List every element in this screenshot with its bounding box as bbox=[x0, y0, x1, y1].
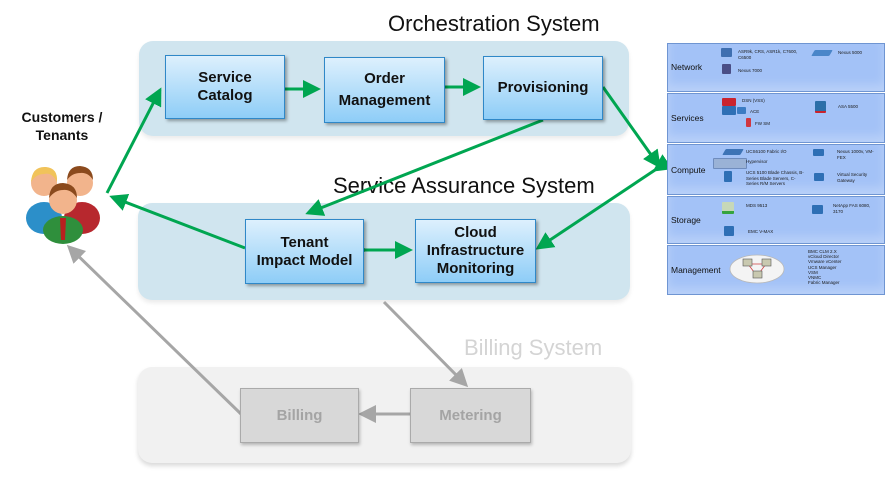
infra-row-management: Management BMC CLM 2.X vCloud Director V… bbox=[667, 245, 885, 295]
infra-row-network: Network ASR9k, CRS, ASR1k, C7600, C6500 … bbox=[667, 43, 885, 92]
infra-item: Nexus 1000v, VM-FEX bbox=[837, 149, 874, 160]
management-tools-list: BMC CLM 2.X vCloud Director Vmware vCent… bbox=[808, 249, 842, 285]
infra-row-label: Storage bbox=[671, 215, 701, 225]
infra-item: VSM bbox=[808, 269, 818, 275]
vsphere-icon bbox=[713, 158, 747, 169]
infra-item: Virtual Security Gateway bbox=[837, 172, 868, 183]
cloud-monitoring-label-line3: Monitoring bbox=[436, 260, 515, 277]
cloud-monitoring-label-line1: Cloud bbox=[454, 224, 497, 241]
infra-item: VNMC bbox=[808, 275, 822, 281]
router-icon bbox=[721, 48, 732, 57]
infra-item: Nexus 5000 bbox=[838, 50, 863, 55]
infra-item: Fabric Manager bbox=[808, 280, 840, 286]
tenant-impact-label-line1: Tenant bbox=[280, 233, 329, 251]
infra-item: Nexus 7000 bbox=[738, 68, 763, 73]
order-management-label-line1: Order bbox=[364, 70, 405, 87]
infra-row-label: Services bbox=[671, 113, 704, 123]
infra-item: ASA 5500 bbox=[838, 104, 859, 109]
infra-row-label: Compute bbox=[671, 165, 706, 175]
infra-row-storage: Storage MDS 9513 EMC V-MAX NetApp FAS 60… bbox=[667, 196, 885, 244]
infra-item: EMC V-MAX bbox=[748, 229, 774, 234]
switch-icon bbox=[811, 50, 833, 56]
san-switch-icon bbox=[722, 202, 734, 214]
infra-item: Vmware vCenter bbox=[808, 259, 842, 265]
infra-item: vCloud Director bbox=[808, 254, 840, 260]
orchestration-system-title: Orchestration System bbox=[388, 11, 600, 36]
infra-item: Hypervisor bbox=[746, 159, 768, 164]
nas-icon bbox=[812, 205, 823, 214]
infra-item: MDS 9513 bbox=[746, 203, 768, 208]
virtual-switch-icon bbox=[813, 149, 824, 156]
billing-label: Billing bbox=[276, 406, 323, 424]
network-cloud-icon bbox=[729, 254, 785, 284]
arrow-assurance-to-metering bbox=[382, 300, 469, 388]
infra-row-services: Services DSN (VSS) ACE FW SM ASA 5500 bbox=[667, 93, 885, 143]
chassis-switch-icon bbox=[722, 64, 731, 74]
security-appliance-icon bbox=[815, 101, 826, 113]
fabric-interconnect-icon bbox=[722, 149, 744, 155]
customers-label-line1: Customers / bbox=[21, 109, 103, 125]
arrow-infra-cloud-monitoring bbox=[535, 154, 673, 250]
storage-array-icon bbox=[724, 226, 734, 236]
firewall-blade-icon bbox=[722, 106, 736, 115]
arrow-tenant-impact-to-customers bbox=[109, 193, 246, 250]
service-catalog-label: Service Catalog bbox=[197, 69, 253, 104]
tenant-impact-label-line2: Impact Model bbox=[256, 251, 353, 269]
infra-item: FW SM bbox=[755, 121, 770, 126]
cloud-infrastructure-monitoring-box[interactable]: Cloud Infrastructure Monitoring bbox=[415, 219, 536, 283]
tenant-impact-model-box[interactable]: Tenant Impact Model bbox=[245, 219, 364, 284]
customers-label-line2: Tenants bbox=[35, 127, 89, 143]
infra-item: NetApp FAS 6080, 3170 bbox=[833, 203, 871, 214]
firewall-icon bbox=[722, 98, 736, 106]
order-management-label-line2: Management bbox=[338, 92, 431, 109]
service-catalog-box[interactable]: Service Catalog bbox=[165, 55, 285, 119]
provisioning-box[interactable]: Provisioning bbox=[483, 56, 603, 120]
infra-item: UCS6100 Fabric I/O bbox=[746, 149, 787, 154]
infra-item: ASR9k, CRS, ASR1k, C7600, C6500 bbox=[738, 49, 798, 60]
arrow-provisioning-to-infra bbox=[601, 86, 661, 169]
customers-tenants-label: Customers / Tenants bbox=[2, 108, 122, 144]
billing-box[interactable]: Billing bbox=[240, 388, 359, 443]
infra-item: UCS 5100 Blade Chassis, B-Series Blade S… bbox=[746, 170, 804, 186]
people-group-icon bbox=[26, 166, 100, 244]
metering-box[interactable]: Metering bbox=[410, 388, 531, 443]
metering-label: Metering bbox=[439, 406, 502, 424]
load-balancer-icon bbox=[737, 107, 746, 114]
firewall-module-icon bbox=[746, 118, 751, 127]
infra-item: ACE bbox=[750, 109, 760, 114]
security-gateway-icon bbox=[814, 173, 824, 181]
billing-system-title: Billing System bbox=[464, 335, 603, 360]
infra-item: UCS Manager bbox=[808, 264, 837, 270]
order-management-box[interactable]: Order Management bbox=[324, 57, 445, 123]
infra-item: DSN (VSS) bbox=[742, 98, 765, 103]
infra-row-compute: Compute UCS6100 Fabric I/O Hypervisor UC… bbox=[667, 144, 885, 195]
arrow-provisioning-to-tenant-impact bbox=[305, 118, 544, 216]
provisioning-label: Provisioning bbox=[497, 79, 589, 96]
arrow-customers-to-catalog bbox=[105, 87, 162, 194]
infra-row-label: Network bbox=[671, 62, 703, 72]
cloud-monitoring-label-line2: Infrastructure bbox=[426, 242, 525, 259]
blade-chassis-icon bbox=[724, 171, 732, 182]
infra-row-label: Management bbox=[671, 265, 721, 275]
arrow-billing-to-customers bbox=[66, 244, 243, 416]
infra-item: BMC CLM 2.X bbox=[808, 249, 837, 254]
